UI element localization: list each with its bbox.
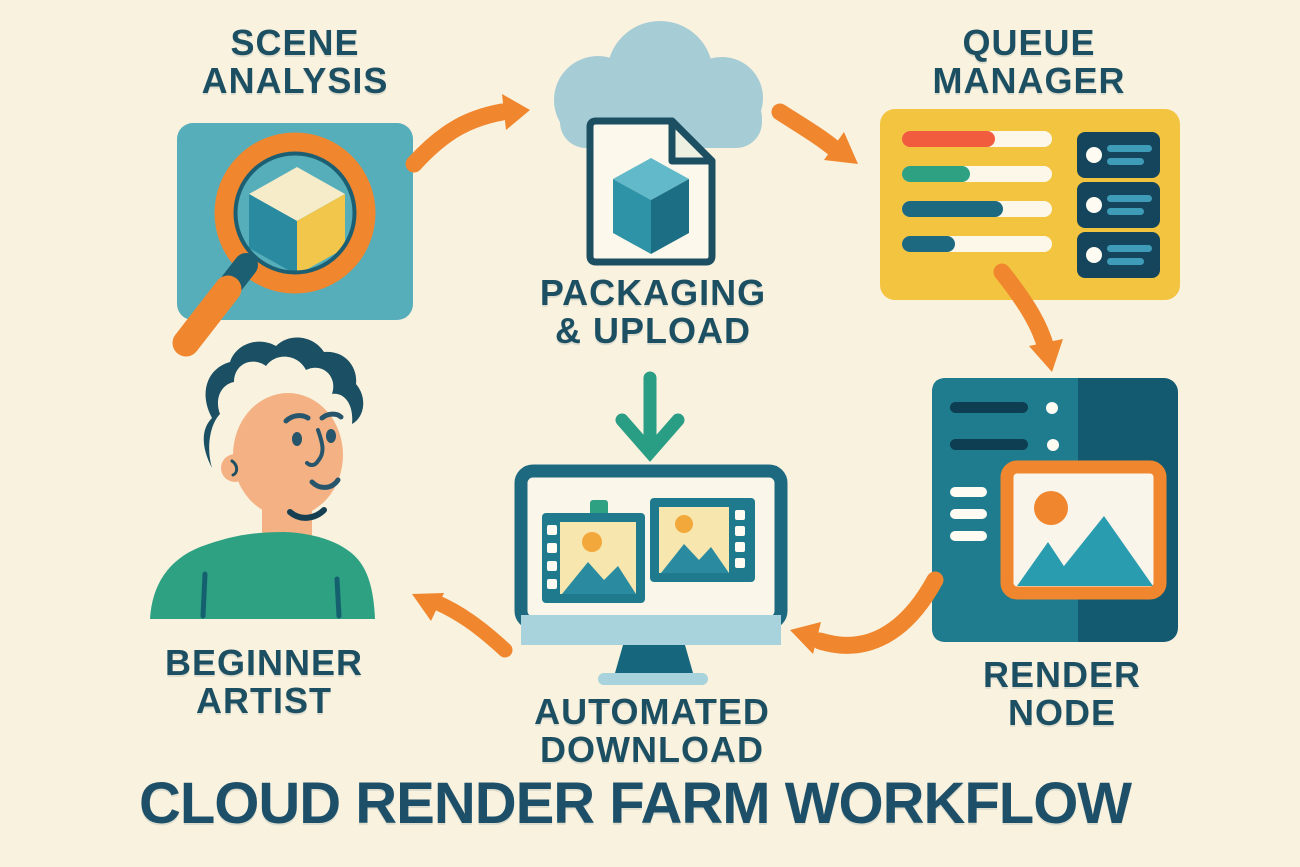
arrow-packaging-to-download: [615, 371, 685, 462]
monitor-base: [598, 673, 708, 685]
beginner-artist-label: BEGINNER ARTIST: [164, 642, 364, 721]
arrow-scene-to-packaging: [405, 94, 530, 173]
magnifier-icon: [172, 132, 376, 357]
arrow-node-to-download: [790, 571, 944, 654]
server-line: [1107, 158, 1144, 165]
progress-fill: [902, 201, 1003, 217]
package-file-icon: [586, 117, 716, 266]
progress-fill: [902, 236, 955, 252]
page-title: CLOUD RENDER FARM WORKFLOW: [138, 771, 1132, 836]
scene-analysis-label: SCENE ANALYSIS: [201, 22, 389, 101]
server-slot: [950, 402, 1059, 451]
film-frame-thumbnail: [650, 498, 755, 582]
progress-fill: [902, 131, 995, 147]
queue-server-cards: [1077, 132, 1160, 278]
film-frame-thumbnail: [542, 500, 645, 603]
face: [233, 393, 343, 517]
render-node-label: RENDER NODE: [982, 654, 1142, 733]
packaging-upload-label: PACKAGING & UPLOAD: [539, 272, 767, 351]
beginner-artist-illustration: [150, 337, 375, 619]
scene-analysis-icon: [172, 123, 413, 357]
cube-icon: [249, 167, 345, 275]
queue-progress-bars: [902, 131, 1052, 252]
queue-manager-label: QUEUE MANAGER: [932, 22, 1126, 101]
shirt: [150, 532, 375, 619]
server-led: [1086, 247, 1102, 263]
server-card-icon: [1077, 182, 1160, 228]
server-vents: [950, 487, 987, 541]
arrow-queue-to-node: [993, 263, 1063, 372]
server-card-icon: [1077, 232, 1160, 278]
server-line: [1107, 208, 1144, 215]
automated-download-label: AUTOMATED DOWNLOAD: [534, 691, 770, 770]
ear: [221, 454, 249, 482]
queue-manager-icon: [880, 109, 1180, 300]
progress-fill: [902, 166, 970, 182]
server-line: [1107, 245, 1152, 252]
server-line: [1107, 258, 1144, 265]
arrow-packaging-to-queue: [771, 103, 858, 164]
server-line: [1107, 145, 1152, 152]
server-line: [1107, 195, 1152, 202]
server-led: [1086, 147, 1102, 163]
packaging-upload-icon: [554, 21, 763, 266]
facial-features: [283, 411, 344, 521]
arrow-download-to-artist: [412, 593, 513, 658]
monitor-stand: [615, 645, 693, 673]
render-node-icon: [932, 378, 1178, 642]
automated-download-icon: [514, 464, 788, 685]
server-card-icon: [1077, 132, 1160, 178]
cube-icon: [613, 158, 689, 254]
rendered-image-icon: [1000, 460, 1167, 600]
server-led: [1086, 197, 1102, 213]
